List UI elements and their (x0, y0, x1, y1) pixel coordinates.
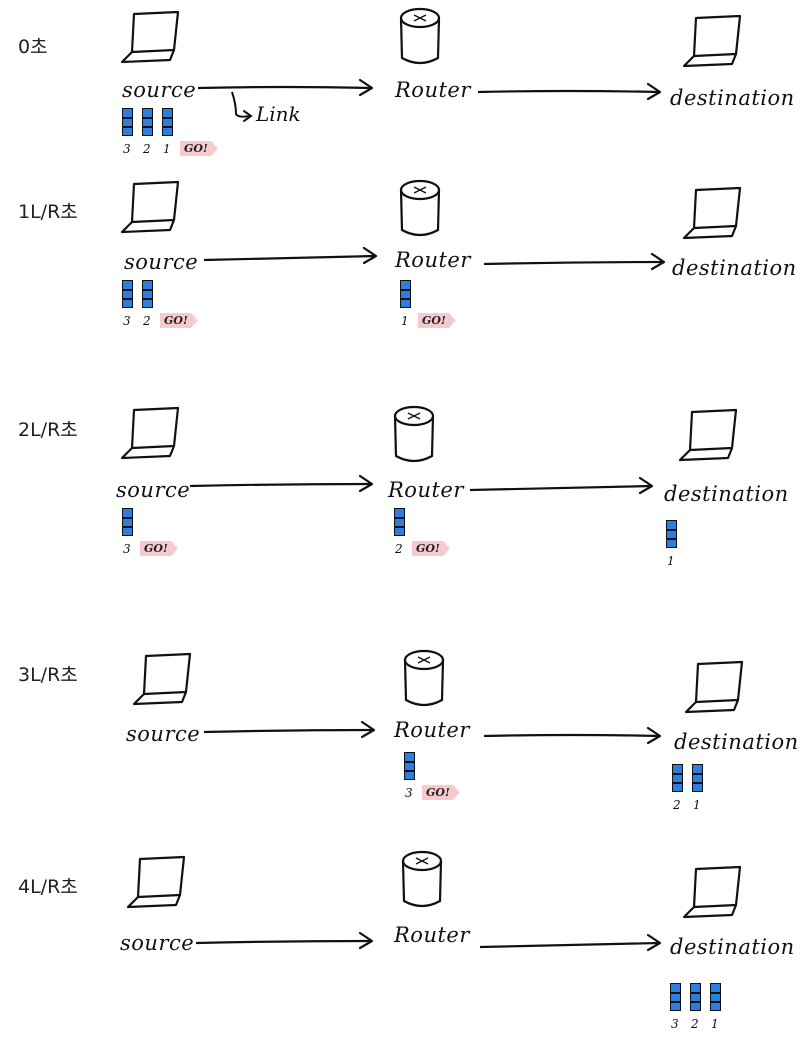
packet-number: 1 (667, 554, 675, 568)
source-label: source (124, 250, 199, 274)
packet-2 (142, 108, 153, 136)
source-label: source (122, 78, 197, 102)
destination-laptop-icon (678, 408, 738, 462)
packet-2 (672, 764, 683, 792)
destination-label: destination (672, 256, 797, 280)
destination-laptop-icon (682, 186, 742, 240)
link-pointer (231, 91, 253, 122)
destination-laptop-icon (682, 865, 742, 919)
packet-2 (142, 280, 153, 308)
packet-number: 2 (673, 798, 681, 812)
link-arrow-router-destination (479, 933, 662, 952)
go-tag: GO! (422, 785, 460, 800)
go-tag: GO! (412, 541, 450, 556)
packet-number: 2 (143, 314, 151, 328)
packet-3 (122, 108, 133, 136)
packet-3 (122, 508, 133, 536)
time-stage-2: 2L/R초 source Router destination 3 GO! 2 GO! 1 (0, 398, 800, 598)
router-label: Router (395, 78, 471, 102)
source-laptop-icon (120, 406, 180, 460)
packet-1 (162, 108, 173, 136)
link-arrow-router-destination (483, 252, 666, 271)
destination-laptop-icon (684, 660, 744, 714)
packet-number: 2 (143, 142, 151, 156)
packet-2 (394, 508, 405, 536)
packet-3 (122, 280, 133, 308)
go-tag: GO! (140, 541, 178, 556)
packet-number: 1 (401, 314, 409, 328)
source-laptop-icon (132, 652, 192, 706)
source-label: source (116, 478, 191, 502)
link-arrow-router-destination (477, 82, 662, 101)
packet-1 (666, 520, 677, 548)
source-label: source (126, 722, 201, 746)
time-label: 4L/R초 (18, 876, 78, 898)
packet-number: 2 (691, 1017, 699, 1031)
packet-number: 3 (671, 1017, 679, 1031)
source-laptop-icon (120, 180, 180, 234)
link-arrow-router-destination (469, 476, 654, 495)
router-icon (393, 405, 435, 463)
packet-number: 1 (163, 142, 171, 156)
packet-1 (692, 764, 703, 792)
destination-label: destination (670, 86, 795, 110)
router-label: Router (395, 248, 471, 272)
packet-number: 3 (123, 142, 131, 156)
packet-number: 3 (405, 786, 413, 800)
packet-number: 3 (123, 542, 131, 556)
go-tag: GO! (418, 313, 456, 328)
packet-1 (710, 983, 721, 1011)
destination-label: destination (670, 935, 795, 959)
go-tag: GO! (160, 313, 198, 328)
destination-laptop-icon (682, 14, 742, 68)
packet-number: 1 (711, 1017, 719, 1031)
time-label: 1L/R초 (18, 201, 78, 223)
packet-number: 3 (123, 314, 131, 328)
go-tag: GO! (180, 141, 218, 156)
time-label: 2L/R초 (18, 419, 78, 441)
link-arrow-source-router (203, 720, 376, 739)
router-icon (399, 179, 441, 237)
router-icon (401, 850, 443, 908)
link-arrow-source-router (203, 246, 378, 265)
source-label: source (120, 931, 195, 955)
destination-label: destination (664, 482, 789, 506)
router-icon (403, 649, 445, 707)
router-label: Router (388, 478, 464, 502)
source-laptop-icon (126, 855, 186, 909)
time-label: 0초 (18, 36, 48, 58)
packet-3 (670, 983, 681, 1011)
destination-label: destination (674, 730, 799, 754)
router-label: Router (394, 923, 470, 947)
link-label: Link (256, 102, 301, 126)
packet-2 (690, 983, 701, 1011)
source-laptop-icon (120, 10, 180, 64)
packet-3 (404, 752, 415, 780)
link-arrow-source-router (195, 931, 374, 950)
router-icon (399, 7, 441, 65)
packet-1 (400, 280, 411, 308)
packet-number: 1 (693, 798, 701, 812)
link-arrow-source-router (189, 474, 374, 493)
packet-number: 2 (395, 542, 403, 556)
link-arrow-source-router (197, 78, 374, 97)
time-label: 3L/R초 (18, 664, 78, 686)
router-label: Router (394, 718, 470, 742)
link-arrow-router-destination (483, 726, 662, 745)
